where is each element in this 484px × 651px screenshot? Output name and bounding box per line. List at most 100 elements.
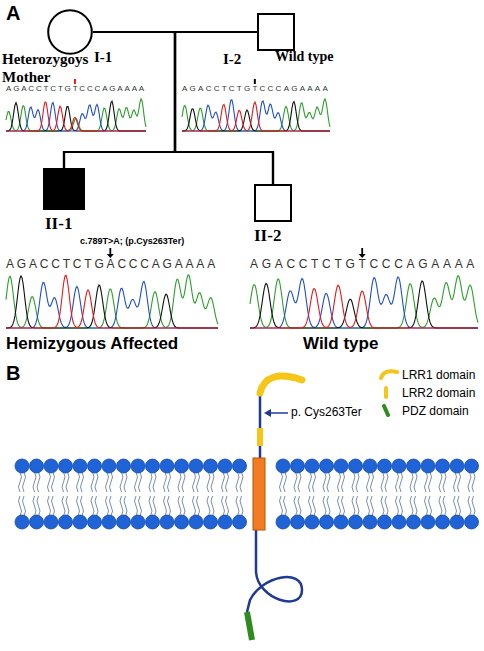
lipid-tail [149, 472, 156, 492]
lipid-head [305, 515, 319, 529]
lipid-bilayer [15, 459, 479, 529]
variant-callout: p. Cys263Ter [291, 405, 362, 419]
lipid-head [320, 515, 334, 529]
lipid-head [436, 515, 450, 529]
lipid-head [44, 515, 58, 529]
lipid-tail [439, 496, 446, 516]
lipid-tail [19, 496, 26, 516]
legend-text: LRR2 domain [402, 386, 475, 400]
generation-label: II-2 [254, 226, 281, 246]
lipid-head [102, 459, 116, 473]
lipid-tail [454, 472, 461, 492]
lipid-tail [48, 496, 55, 516]
lipid-tail [323, 472, 330, 492]
lipid-head [218, 515, 232, 529]
sequence-text: AGACCTCTGTCCCAGAAAA [182, 84, 330, 93]
pdz-domain [247, 612, 252, 640]
lipid-head [189, 459, 203, 473]
lipid-tail [222, 472, 229, 492]
genotype-label: Heterozygoys Mother [2, 50, 102, 86]
lipid-tail [367, 472, 374, 492]
trace-line [6, 101, 146, 131]
lipid-head [175, 459, 189, 473]
lipid-head [291, 515, 305, 529]
lipid-tail [367, 496, 374, 516]
genotype-label: Wild type [275, 49, 333, 65]
lipid-tail [236, 472, 243, 492]
legend-text: LRR1 domain [402, 368, 475, 382]
lipid-tail [178, 496, 185, 516]
legend-swatch [378, 404, 400, 417]
lipid-head [233, 515, 247, 529]
lipid-tail [62, 496, 69, 516]
lipid-head [392, 459, 406, 473]
trace-line [182, 102, 330, 131]
trace-line [6, 102, 146, 131]
generation-label: I-1 [94, 49, 112, 66]
lipid-head [218, 459, 232, 473]
lipid-head [160, 515, 174, 529]
lipid-tail [381, 496, 388, 516]
trace-line [6, 276, 218, 328]
lipid-head [305, 459, 319, 473]
lipid-tail [19, 472, 26, 492]
trace-line [6, 275, 218, 328]
lipid-head [407, 459, 421, 473]
lipid-head [465, 515, 479, 529]
lipid-head [44, 459, 58, 473]
lipid-tail [454, 496, 461, 516]
lipid-head [117, 515, 131, 529]
lipid-head [291, 459, 305, 473]
lipid-head [378, 459, 392, 473]
lipid-tail [91, 472, 98, 492]
swatch-shape [384, 388, 388, 397]
trace-line [6, 275, 218, 328]
lipid-head [204, 515, 218, 529]
lipid-tail [425, 472, 432, 492]
trace-line [182, 102, 330, 131]
lipid-head [392, 515, 406, 529]
lipid-tail [468, 496, 475, 516]
lipid-head [450, 515, 464, 529]
trace-line [250, 285, 478, 328]
swatch-shape [384, 406, 388, 415]
lipid-tail [338, 496, 345, 516]
trace-line [250, 277, 478, 328]
panel-letter: A [6, 2, 20, 25]
lipid-tail [120, 472, 127, 492]
lipid-tail [193, 496, 200, 516]
arrow-head [264, 409, 271, 417]
trace-line [6, 282, 218, 329]
lipid-head [450, 459, 464, 473]
lipid-head [30, 515, 44, 529]
affected-male-symbol: II-1 [43, 168, 85, 210]
lipid-tail [410, 496, 417, 516]
lrr2-domain [257, 428, 263, 446]
lipid-head [30, 459, 44, 473]
lipid-tail [396, 472, 403, 492]
lipid-head [421, 515, 435, 529]
lipid-tail [294, 496, 301, 516]
lipid-tail [236, 496, 243, 516]
lipid-head [117, 459, 131, 473]
lipid-tail [352, 472, 359, 492]
lipid-tail [33, 472, 40, 492]
lipid-tail [309, 496, 316, 516]
pedigree-line [64, 32, 257, 168]
panel-letter: B [6, 362, 20, 385]
lipid-tail [323, 496, 330, 516]
trace-line [6, 103, 146, 131]
lipid-head [204, 459, 218, 473]
variant-arrow [109, 248, 111, 255]
lipid-head [175, 515, 189, 529]
lipid-head [131, 459, 145, 473]
protein-chain [247, 528, 302, 612]
lipid-head [15, 515, 29, 529]
trace-line [250, 281, 478, 328]
male-symbol: II-2 [254, 184, 292, 222]
lipid-tail [222, 496, 229, 516]
transmembrane-segment [253, 458, 265, 530]
protein-chain [259, 392, 262, 462]
